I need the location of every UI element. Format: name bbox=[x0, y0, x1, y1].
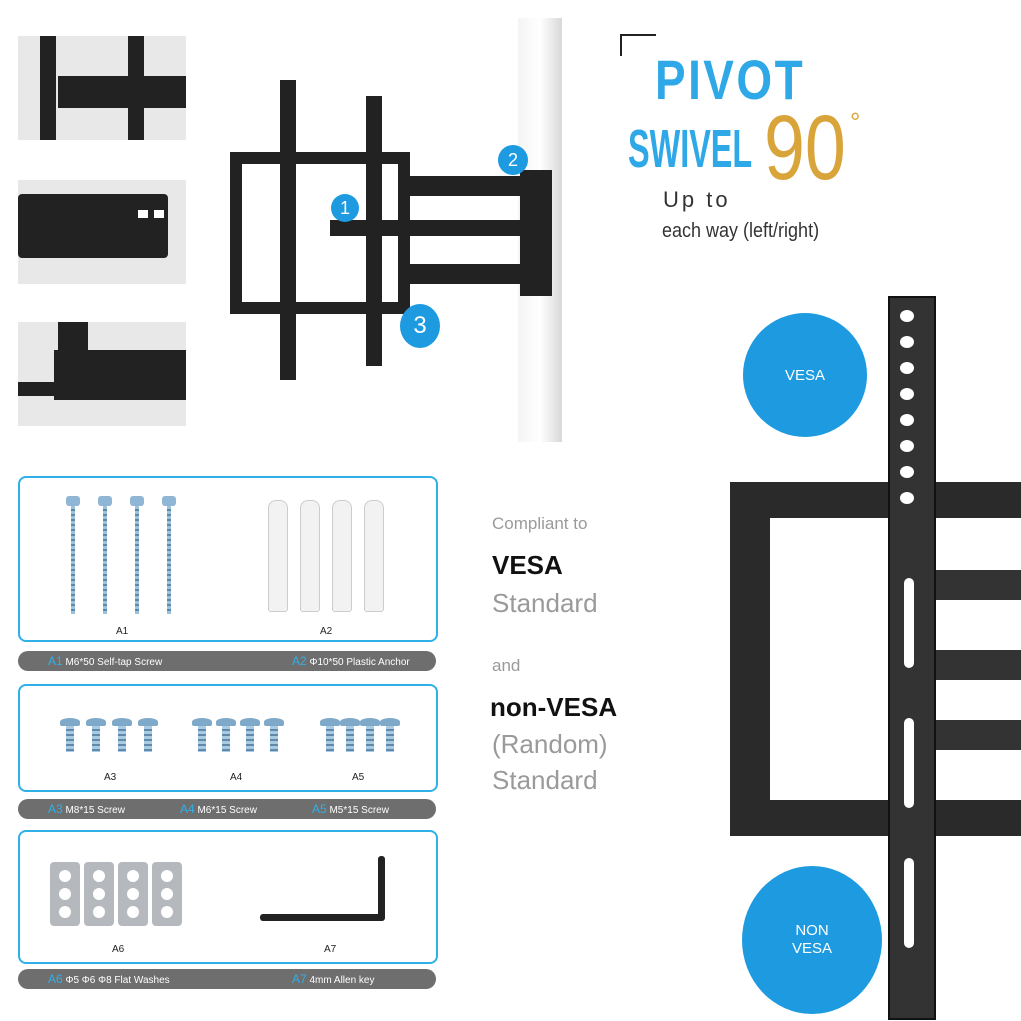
parts-label-bar-1: A1 M6*50 Self-tap Screw A2 Φ10*50 Plasti… bbox=[18, 651, 436, 671]
vesa-bracket-image bbox=[730, 470, 1021, 850]
part-desc: 4mm Allen key bbox=[309, 975, 375, 986]
standard-text-2: Standard bbox=[492, 765, 598, 795]
detail-thumbnail-1 bbox=[18, 36, 186, 140]
compliant-to-text: Compliant to bbox=[492, 514, 588, 533]
part-desc: M8*15 Screw bbox=[65, 805, 125, 816]
part-desc: M6*50 Self-tap Screw bbox=[65, 657, 163, 668]
part-desc: M6*15 Screw bbox=[197, 805, 257, 816]
tv-mount-image bbox=[230, 80, 560, 385]
and-text: and bbox=[492, 656, 521, 675]
up-to-text: Up to bbox=[663, 187, 731, 212]
allen-key bbox=[260, 914, 384, 921]
part-code: A3 bbox=[48, 802, 63, 816]
parts-label-bar-2: A3 M8*15 Screw A4 M6*15 Screw A5 M5*15 S… bbox=[18, 799, 436, 819]
vesa-text: VESA bbox=[492, 550, 563, 580]
part-code: A6 bbox=[48, 972, 63, 986]
part-caption-a2: A2 bbox=[320, 626, 333, 637]
pivot-heading: PIVOT bbox=[655, 48, 806, 111]
angle-value: 90 bbox=[764, 97, 846, 199]
swivel-heading: SWIVEL bbox=[628, 119, 753, 179]
parts-box-anchors: A1 A2 bbox=[18, 476, 438, 642]
part-desc: Φ10*50 Plastic Anchor bbox=[309, 657, 410, 668]
part-caption-a7: A7 bbox=[324, 944, 337, 955]
badge-3: 3 bbox=[400, 304, 440, 348]
parts-box-screws: A3 A4 A5 bbox=[18, 684, 438, 792]
part-caption-a3: A3 bbox=[104, 772, 117, 783]
non-vesa-callout: NON VESA bbox=[742, 866, 882, 1014]
vesa-callout: VESA bbox=[743, 313, 867, 437]
part-code: A2 bbox=[292, 654, 307, 668]
standard-text-1: Standard bbox=[492, 588, 598, 618]
direction-text: each way (left/right) bbox=[662, 220, 820, 242]
random-text: (Random) bbox=[492, 729, 608, 759]
part-code: A7 bbox=[292, 972, 307, 986]
part-code: A5 bbox=[312, 802, 327, 816]
part-desc: Φ5 Φ6 Φ8 Flat Washes bbox=[65, 975, 170, 986]
part-code: A4 bbox=[180, 802, 195, 816]
part-caption-a1: A1 bbox=[116, 626, 129, 637]
part-caption-a4: A4 bbox=[230, 772, 243, 783]
part-desc: M5*15 Screw bbox=[329, 805, 389, 816]
badge-2: 2 bbox=[498, 145, 528, 175]
part-caption-a5: A5 bbox=[352, 772, 365, 783]
corner-bracket bbox=[620, 34, 656, 56]
non-vesa-line2: VESA bbox=[791, 940, 833, 957]
detail-thumbnail-3 bbox=[18, 322, 186, 426]
parts-label-bar-3: A6 Φ5 Φ6 Φ8 Flat Washes A7 4mm Allen key bbox=[18, 969, 436, 989]
detail-thumbnail-2 bbox=[18, 180, 186, 284]
badge-1: 1 bbox=[331, 194, 359, 222]
vertical-rail bbox=[888, 296, 936, 1020]
non-vesa-line1: NON bbox=[795, 922, 829, 939]
part-code: A1 bbox=[48, 654, 63, 668]
part-caption-a6: A6 bbox=[112, 944, 125, 955]
non-vesa-text: non-VESA bbox=[490, 692, 618, 722]
degree-symbol: ° bbox=[850, 107, 861, 137]
parts-box-washers: A6 A7 bbox=[18, 830, 438, 964]
